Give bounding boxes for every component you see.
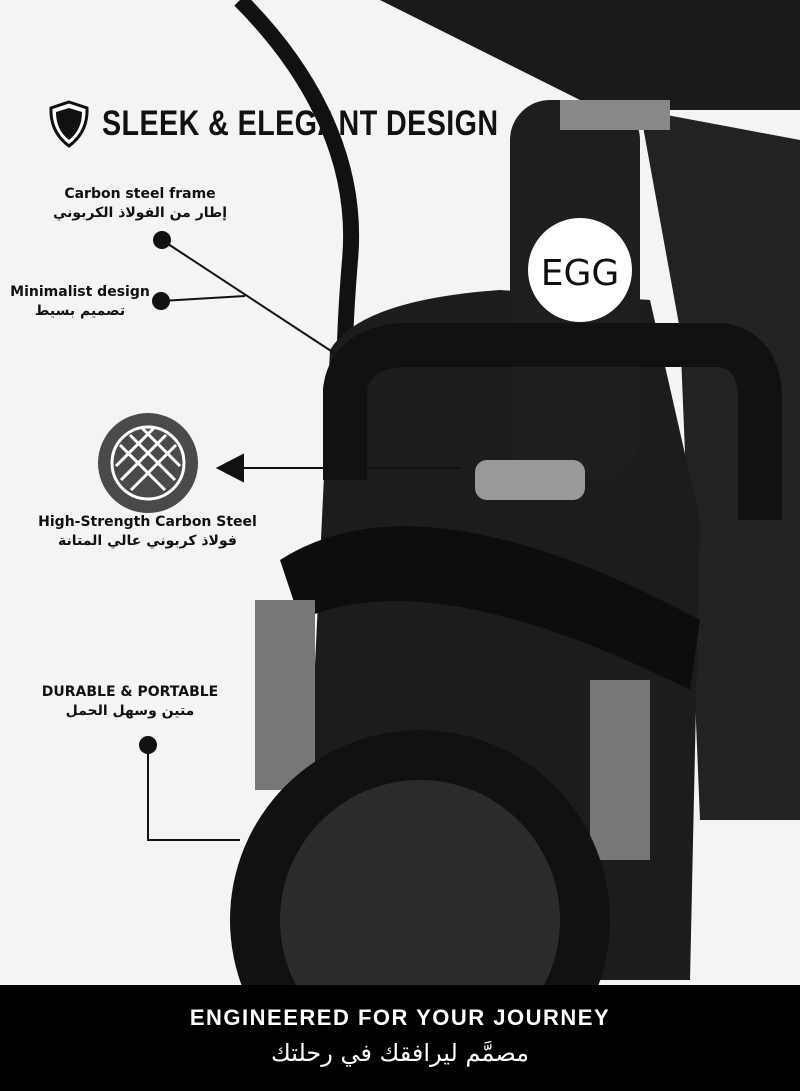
feature-durable-portable: DURABLE & PORTABLE متين وسهل الحمل [25,684,235,719]
footer-banner: ENGINEERED FOR YOUR JOURNEY مصمَّم ليراف… [0,985,800,1091]
feature-label-en: Carbon steel frame [64,186,216,202]
feature-label-en: DURABLE & PORTABLE [41,684,219,700]
steel-mesh-badge-icon [98,413,198,513]
egg-logo: EGG [541,253,620,294]
feature-carbon-steel-frame: Carbon steel frame إطار من الفولاذ الكرب… [30,186,250,221]
footer-tagline-ar: مصمَّم ليرافقك في رحلتك [270,1039,530,1067]
feature-label-ar: فولاذ كربوني عالي المتانة [58,533,237,549]
feature-label-en: High-Strength Carbon Steel [38,514,257,530]
feature-label-ar: متين وسهل الحمل [65,703,195,719]
heading: SLEEK & ELEGANT DESIGN [48,100,586,148]
feature-high-strength-steel: High-Strength Carbon Steel فولاذ كربوني … [20,514,275,549]
scooter-photo: EGG [98,0,800,985]
feature-label-en: Minimalist design [10,284,150,300]
footer-tagline-en: ENGINEERED FOR YOUR JOURNEY [189,1005,611,1030]
feature-label-ar: تصميم بسيط [34,303,126,319]
heading-title: SLEEK & ELEGANT DESIGN [102,104,499,143]
feature-label-ar: إطار من الفولاذ الكربوني [52,205,228,221]
feature-minimalist-design: Minimalist design تصميم بسيط [0,284,160,319]
shield-icon [49,100,89,148]
